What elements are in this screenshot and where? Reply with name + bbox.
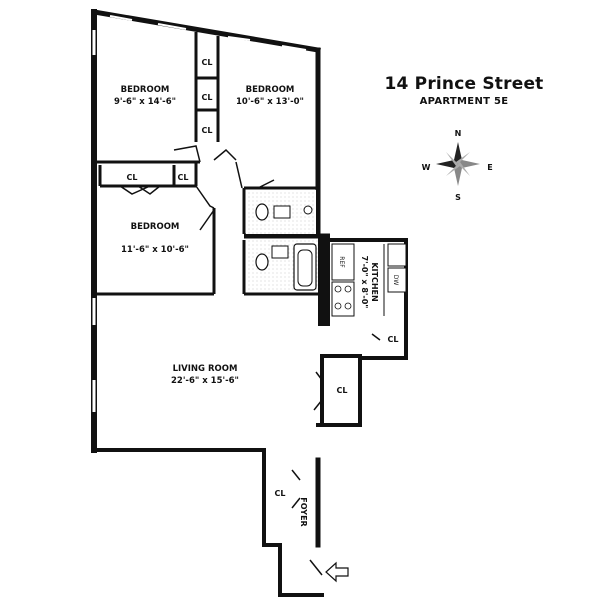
compass-icon	[436, 142, 480, 186]
windows-top	[109, 15, 307, 51]
kitchen	[331, 243, 407, 317]
address-title: 14 Prince Street	[384, 74, 544, 94]
room-label-bedroom-small: BEDROOM	[131, 222, 180, 232]
entry-arrow-icon	[325, 561, 349, 583]
closet-label: CL	[202, 58, 213, 67]
compass-n: N	[455, 129, 462, 138]
closet-label: CL	[337, 386, 348, 395]
title-block: 14 Prince Street APARTMENT 5E	[374, 74, 554, 107]
wall-core	[318, 234, 330, 326]
door-swings	[119, 145, 381, 576]
room-label-bedroom-right: BEDROOM	[246, 85, 295, 95]
bathroom-lower	[246, 240, 318, 292]
room-size-kitchen: 7'-0" x 8'-0"	[360, 256, 369, 309]
compass-w: W	[422, 163, 431, 172]
room-size-bedroom-small: 11'-6" x 10'-6"	[121, 245, 189, 255]
ref-label: REF	[338, 256, 345, 268]
closet-label: CL	[388, 335, 399, 344]
closet-label: CL	[178, 173, 189, 182]
compass-s: S	[455, 193, 461, 202]
interior-walls	[92, 32, 322, 296]
room-label-kitchen: KITCHEN	[370, 262, 379, 301]
closet-label: CL	[202, 93, 213, 102]
room-size-bedroom-left: 9'-6" x 14'-6"	[114, 97, 176, 107]
room-label-living: LIVING ROOM	[173, 364, 238, 374]
compass-e: E	[487, 163, 492, 172]
dw-label: DW	[392, 275, 399, 286]
closet-label: CL	[202, 126, 213, 135]
room-size-living: 22'-6" x 15'-6"	[171, 376, 239, 386]
apartment-subtitle: APARTMENT 5E	[419, 96, 509, 107]
closet-label: CL	[127, 173, 138, 182]
exterior-walls	[91, 9, 408, 597]
bathroom-upper	[246, 190, 316, 234]
room-label-foyer: FOYER	[299, 497, 308, 526]
room-size-bedroom-right: 10'-6" x 13'-0"	[236, 97, 304, 107]
room-label-bedroom-left: BEDROOM	[121, 85, 170, 95]
closet-label: CL	[275, 489, 286, 498]
